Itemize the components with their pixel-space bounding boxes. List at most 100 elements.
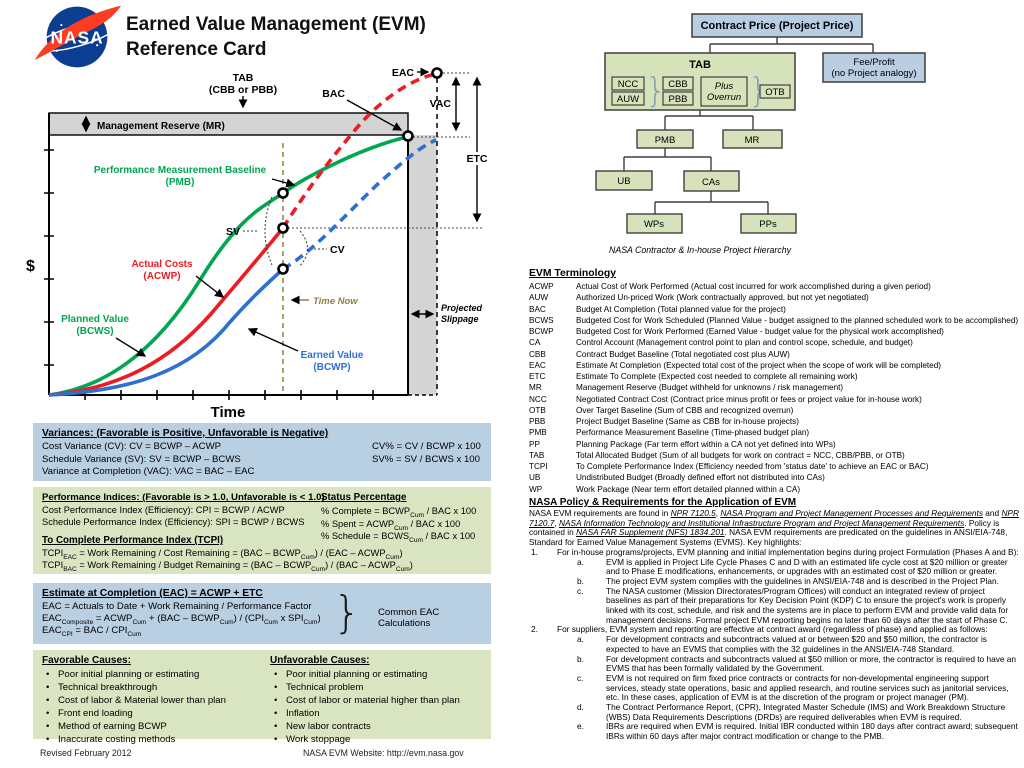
policy-item-marker: c. (577, 672, 584, 683)
contract-price-label: Contract Price (Project Price) (701, 20, 854, 32)
pct-spent-formula: % Spent = ACWPCum / BAC x 100 (321, 518, 461, 532)
terminology-section: EVM Terminology ACWP Actual Cost of Work… (529, 268, 1023, 495)
variance-formula: Variance at Completion (VAC): VAC = BAC … (42, 466, 255, 478)
fee-profit-box (822, 52, 926, 83)
bac-arrow (346, 99, 403, 131)
bcwp-curve (48, 267, 285, 397)
acwp-curve (48, 226, 285, 397)
time-now-label: Time Now (313, 296, 358, 307)
terminology-row: CA Control Account (Management control p… (529, 337, 1023, 348)
policy-item: 1. For in-house programs/projects, EVM p… (529, 547, 1021, 558)
term-definition: Actual Cost of Work Performed (Actual co… (576, 282, 931, 291)
cas-box (683, 170, 740, 192)
policy-item-marker: c. (577, 585, 584, 596)
policy-item: b. For development contracts and subcont… (529, 654, 1021, 674)
data-point-markers (277, 67, 443, 275)
bcwp-label-line1: Earned Value (301, 350, 364, 361)
favorable-cause-item: Method of earning BCWP (42, 720, 254, 733)
policy-item: a. EVM is applied in Project Life Cycle … (529, 557, 1021, 577)
variance-percent-formula: CV% = CV / BCWP x 100 (372, 441, 481, 452)
terminology-row: NCC Negotiated Contract Cost (Contract p… (529, 394, 1023, 405)
bac-marker (402, 130, 414, 142)
acwp-projection-curve (281, 72, 436, 229)
causes-box: Favorable Causes: Poor initial planning … (33, 650, 491, 746)
terminology-row: CBB Contract Budget Baseline (Total nego… (529, 349, 1023, 360)
terminology-row: UB Undistributed Budget (Broadly defined… (529, 472, 1023, 483)
status-percentage-column: Status Percentage % Complete = BCWPCum /… (321, 492, 489, 544)
terminology-row: TAB Total Allocated Budget (Sum of all b… (529, 450, 1023, 461)
project-hierarchy-diagram: Contract Price (Project Price) Fee/Profi… (595, 13, 926, 255)
term-abbr: TCPI (529, 462, 548, 471)
tab-label: TAB (233, 72, 254, 84)
hierarchy-connectors (623, 37, 874, 214)
auw-box (611, 91, 645, 106)
terminology-row: BCWS Budgeted Cost for Work Scheduled (P… (529, 315, 1023, 326)
unfavorable-cause-item: Poor initial planning or estimating (270, 668, 482, 681)
pct-complete-formula: % Complete = BCWPCum / BAC x 100 (321, 506, 477, 519)
policy-item-marker: b. (577, 575, 584, 586)
term-definition: Performance Measurement Baseline (Time-p… (576, 428, 810, 438)
otb-box (759, 84, 791, 99)
term-definition: Management Reserve (Budget withheld for … (576, 383, 844, 393)
performance-indices-box: Performance Indices: (Favorable is > 1.0… (33, 487, 491, 574)
evm-website: NASA EVM Website: http://evm.nasa.gov (303, 748, 464, 758)
bcws-label-line2: (BCWS) (76, 326, 113, 337)
term-abbr: TAB (529, 450, 545, 460)
terminology-row: PMB Performance Measurement Baseline (Ti… (529, 427, 1023, 438)
policy-item: d. The Contract Performance Report, (CPR… (529, 702, 1021, 722)
term-abbr: PP (529, 439, 540, 449)
sv-label: SV (226, 226, 240, 238)
fee-profit-line1: Fee/Profit (853, 57, 895, 68)
policy-item: b. The project EVM system complies with … (529, 575, 1021, 587)
tab-brace-right: } (748, 71, 770, 111)
term-definition: Estimate To Complete (Expected cost need… (576, 372, 858, 381)
etc-label: ETC (467, 153, 488, 165)
term-abbr: NCC (529, 394, 547, 404)
contract-price-box (691, 13, 863, 38)
policy-intro: NASA EVM requirements are found in NPR 7… (529, 508, 1019, 548)
terminology-row: WP Work Package (Near term effort detail… (529, 484, 1023, 495)
policy-item-text: The NASA customer (Mission Directorates/… (606, 585, 1009, 625)
tcpi-heading: To Complete Performance Index (TCPI) (42, 535, 224, 546)
sv-bracket (264, 196, 273, 266)
policy-item: c. EVM is not required on firm fixed pri… (529, 672, 1021, 703)
performance-heading: Performance Indices: (Favorable is > 1.0… (42, 492, 325, 503)
policy-item-marker: e. (577, 721, 584, 732)
term-abbr: BCWP (529, 327, 554, 336)
x-axis-ticks (84, 390, 374, 400)
term-definition: Contract Budget Baseline (Total negotiat… (576, 349, 790, 359)
policy-item-marker: 2. (531, 624, 538, 635)
policy-item: 2. For suppliers, EVM system and reporti… (529, 625, 1021, 635)
evm-curve-chart: TAB (CBB or PBB) Management Reserve (MR)… (26, 67, 491, 421)
eac-formula-2: EACComposite = ACWPCum + (BAC – BCWPCum)… (42, 613, 321, 626)
pmb-label-arrow (271, 178, 296, 188)
terminology-row: ACWP Actual Cost of Work Performed (Actu… (529, 281, 1023, 292)
bcws-now-marker (277, 187, 289, 199)
unfavorable-cause-item: New labor contracts (270, 720, 482, 733)
term-definition: Planning Package (Far term effort within… (576, 439, 836, 449)
policy-section: NASA Policy & Requirements for the Appli… (529, 497, 1021, 742)
policy-item: c. The NASA customer (Mission Directorat… (529, 585, 1021, 626)
term-abbr: BCWS (529, 315, 554, 325)
favorable-list: Poor initial planning or estimating Tech… (42, 668, 254, 746)
bcws-label-arrow (115, 337, 147, 357)
term-definition: Project Budget Baseline (Same as CBB for… (576, 417, 799, 426)
unfavorable-cause-item: Technical problem (270, 681, 482, 694)
pmb-box-label: PMB (655, 135, 676, 146)
nasa-logo: NASA (34, 5, 122, 68)
term-abbr: CA (529, 338, 541, 348)
favorable-cause-item: Front end loading (42, 707, 254, 720)
favorable-cause-item: Cost of labor & Material lower than plan (42, 694, 254, 707)
term-definition: Budget At Completion (Total planned valu… (576, 304, 786, 314)
unfavorable-causes-column: Unfavorable Causes: Poor initial plannin… (270, 655, 482, 746)
variance-formula: Cost Variance (CV): CV = BCWP – ACWP (42, 441, 222, 452)
policy-item: a. For development contracts and subcont… (529, 634, 1021, 654)
hierarchy-caption: NASA Contractor & In-house Project Hiera… (609, 245, 792, 255)
terminology-row: ETC Estimate To Complete (Expected cost … (529, 371, 1023, 382)
terminology-heading: EVM Terminology (529, 268, 616, 279)
pps-box (740, 213, 797, 234)
y-axis-label: $ (26, 258, 35, 275)
fee-profit-line2: (no Project analogy) (831, 68, 916, 79)
policy-item-text: EVM is not required on firm fixed price … (606, 672, 1009, 703)
nasa-logo-text: NASA (50, 27, 103, 47)
